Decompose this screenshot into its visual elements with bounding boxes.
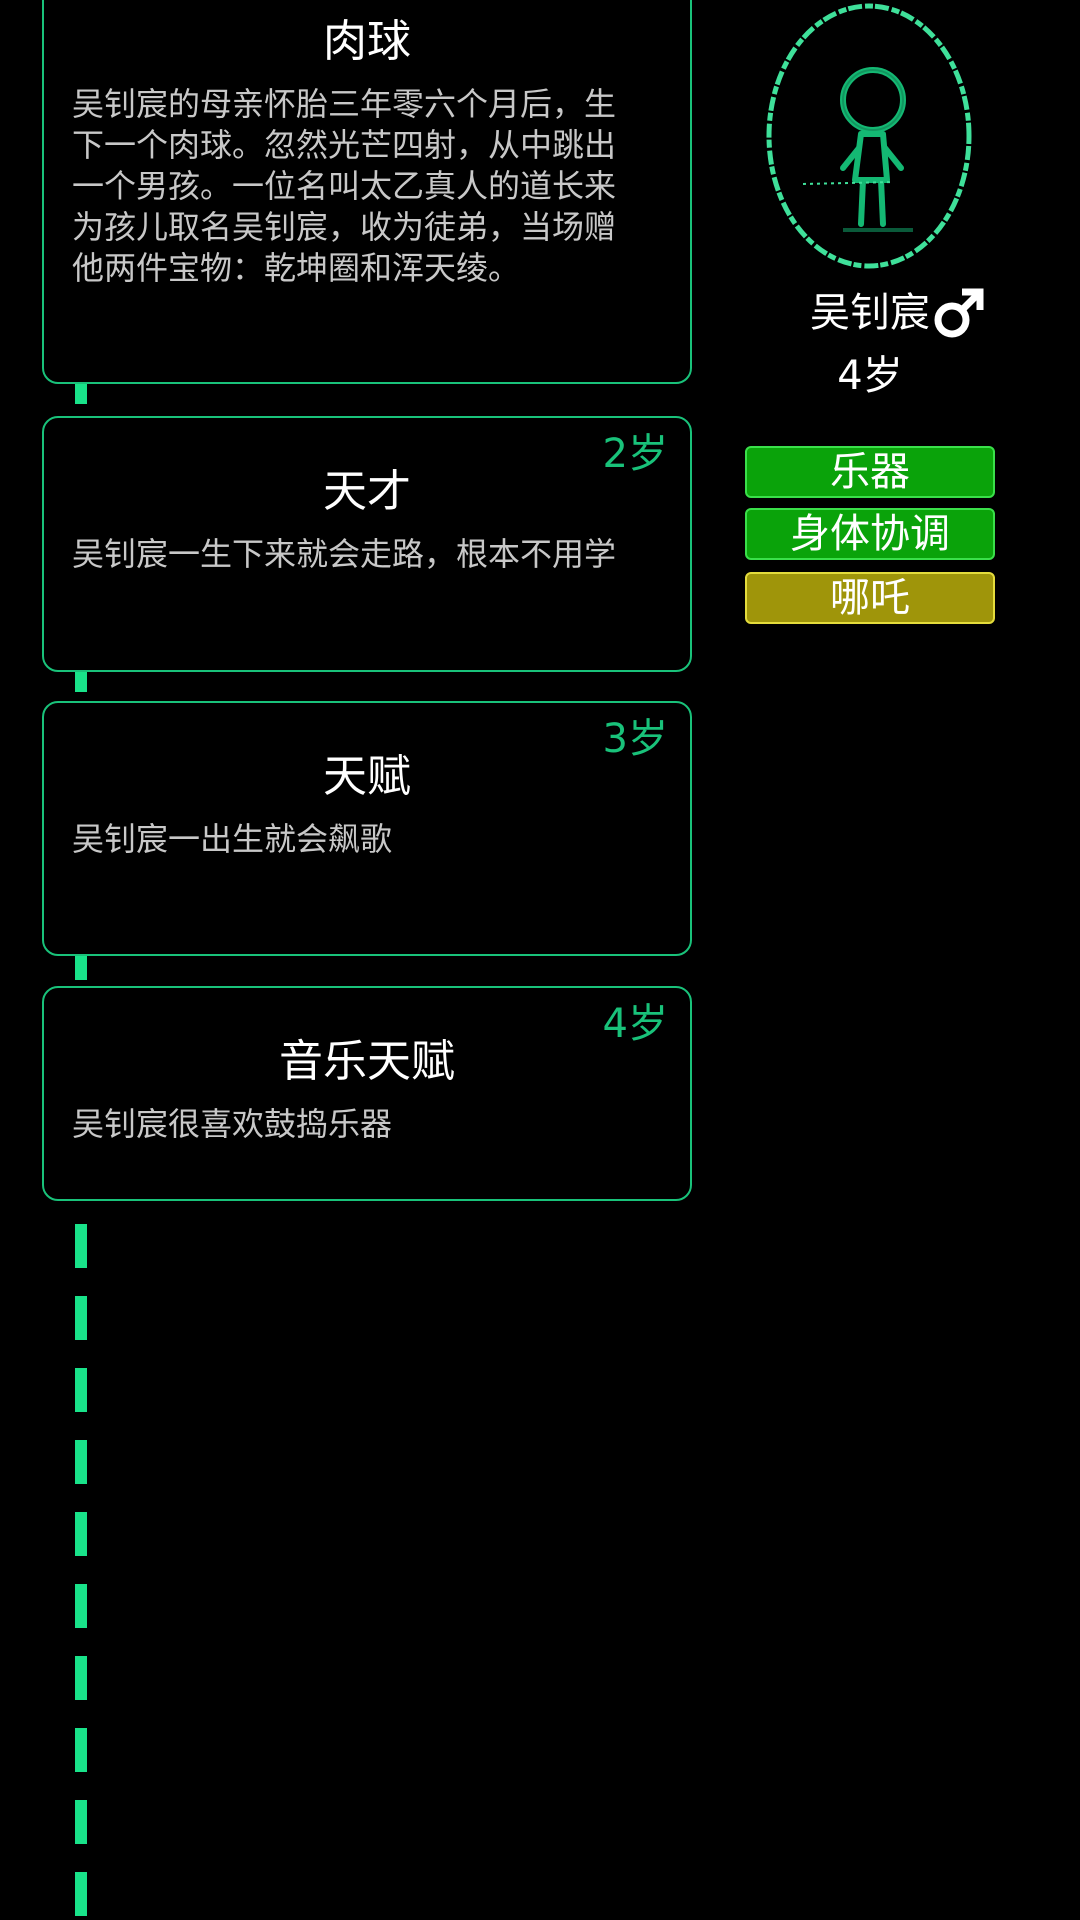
event-title: 天赋 bbox=[323, 751, 411, 802]
event-card[interactable]: 4岁 音乐天赋 吴钊宸很喜欢鼓捣乐器 bbox=[42, 986, 692, 1201]
event-title: 音乐天赋 bbox=[279, 1036, 455, 1087]
event-description: 吴钊宸很喜欢鼓捣乐器 bbox=[72, 1105, 393, 1143]
event-description: 吴钊宸的母亲怀胎三年零六个月后，生下一个肉球。忽然光芒四射，从中跳出一个男孩。一… bbox=[72, 85, 617, 287]
event-card[interactable]: 1岁 肉球 吴钊宸的母亲怀胎三年零六个月后，生下一个肉球。忽然光芒四射，从中跳出… bbox=[42, 0, 692, 384]
profile-age: 4岁 bbox=[837, 353, 903, 399]
event-title: 天才 bbox=[323, 466, 411, 517]
event-card[interactable]: 2岁 天才 吴钊宸一生下来就会走路，根本不用学 bbox=[42, 416, 692, 672]
profile-name-row: 吴钊宸 bbox=[810, 288, 986, 338]
event-title: 肉球 bbox=[323, 16, 411, 67]
event-card[interactable]: 3岁 天赋 吴钊宸一出生就会飙歌 bbox=[42, 701, 692, 956]
event-description: 吴钊宸一生下来就会走路，根本不用学 bbox=[72, 535, 617, 573]
event-age: 2岁 bbox=[602, 431, 668, 477]
event-description: 吴钊宸一出生就会飙歌 bbox=[72, 820, 393, 858]
tag-badge[interactable]: 乐器 bbox=[745, 446, 995, 498]
event-age: 3岁 bbox=[602, 716, 668, 762]
tag-badge[interactable]: 身体协调 bbox=[745, 508, 995, 560]
profile-name: 吴钊宸 bbox=[810, 290, 930, 336]
male-icon bbox=[932, 286, 986, 340]
tag-badge[interactable]: 哪吒 bbox=[745, 572, 995, 624]
stick-figure-avatar-icon[interactable] bbox=[763, 2, 975, 270]
event-age: 4岁 bbox=[602, 1001, 668, 1047]
